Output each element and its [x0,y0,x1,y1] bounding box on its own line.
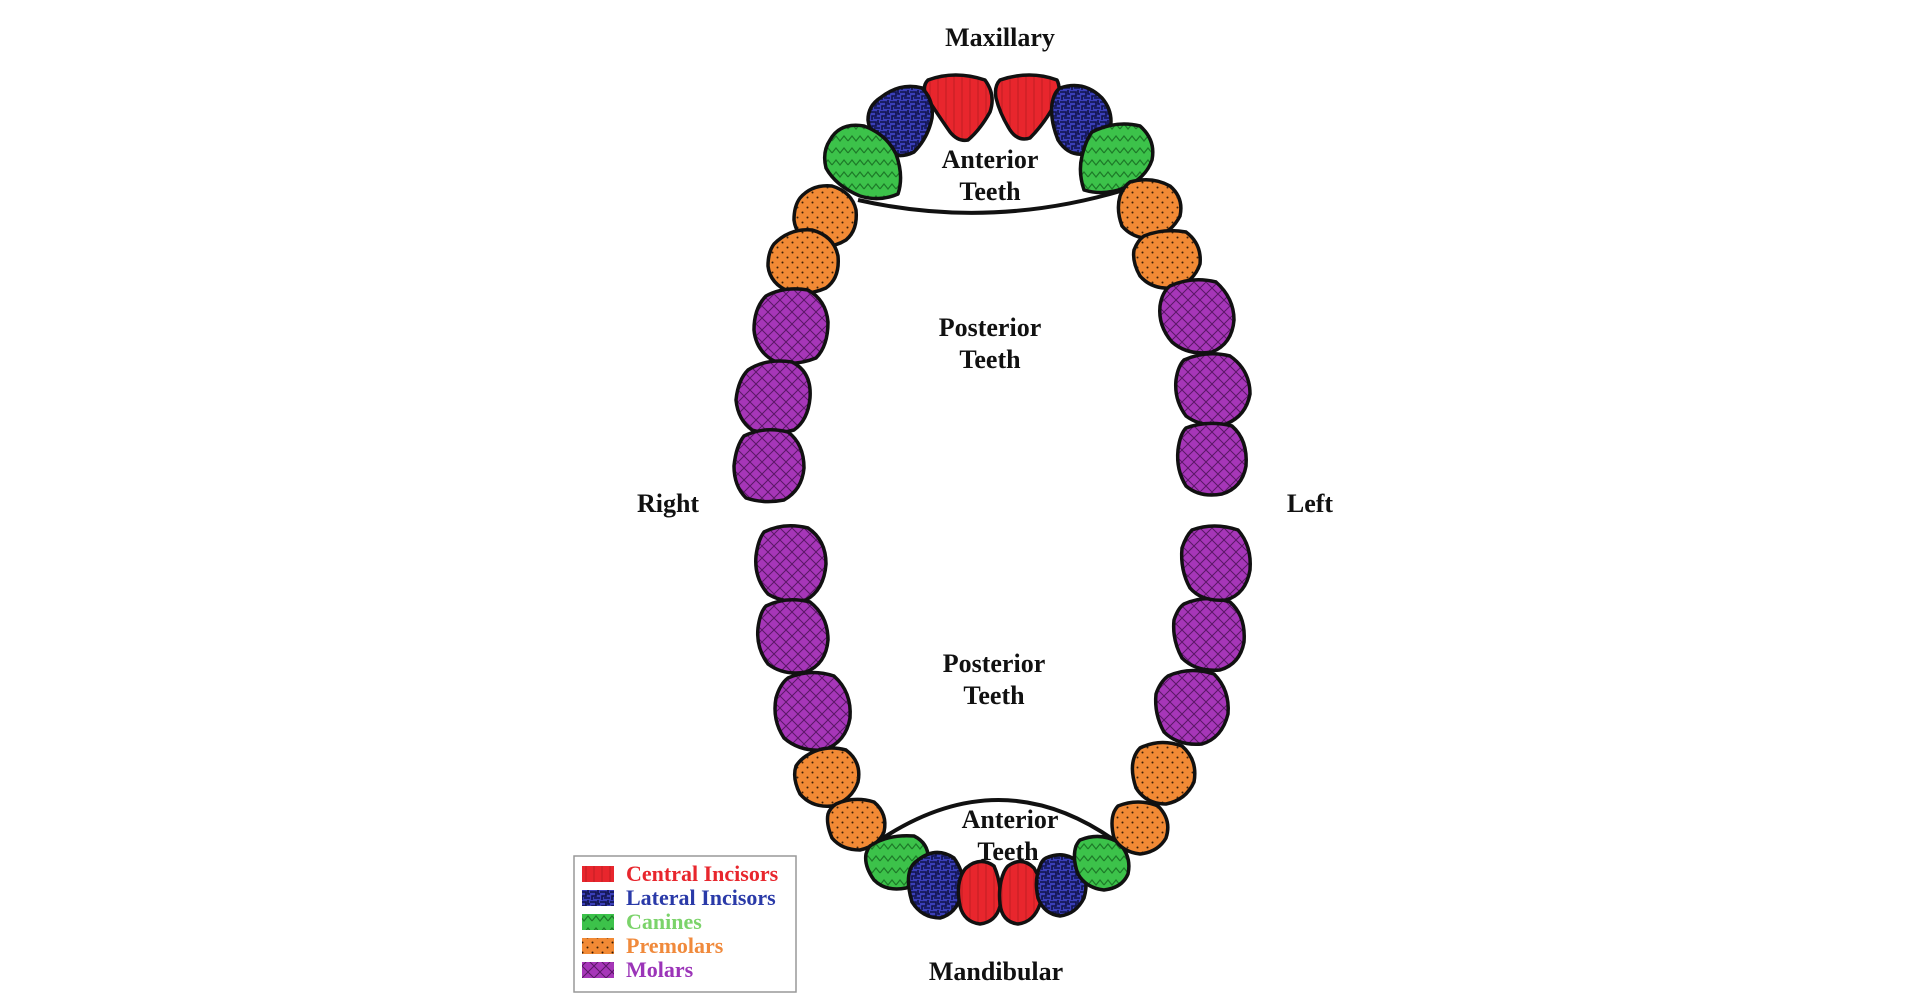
mandibular-arch [754,524,1252,926]
label-lower-anterior-line1: Anterior [962,805,1059,834]
label-lower-posterior-line2: Teeth [963,681,1025,710]
label-upper-posterior-line1: Posterior [939,313,1042,342]
legend-swatch-lateral [582,890,614,906]
label-right: Right [637,489,699,518]
tooth-lower-left-second-premolar [1130,740,1197,806]
tooth-lower-right-second-premolar [792,746,861,808]
label-mandibular: Mandibular [929,957,1063,986]
tooth-lower-left-central-incisor [997,859,1043,926]
maxillary-arch [732,73,1252,504]
label-upper-posterior-teeth: Posterior Teeth [939,313,1042,374]
legend-label-premolar: Premolars [626,933,724,958]
legend-item-molar: Molars [582,957,694,982]
tooth-lower-left-third-molar [1179,524,1252,602]
tooth-lower-right-first-molar [773,670,852,752]
tooth-upper-left-central-incisor [993,73,1061,141]
label-left: Left [1287,489,1334,518]
tooth-upper-left-first-molar [1158,278,1236,355]
legend-label-lateral: Lateral Incisors [626,885,776,910]
tooth-lower-right-central-incisor [956,859,1003,926]
legend-swatch-premolar [582,938,614,954]
tooth-lower-right-third-molar [754,524,828,603]
label-lower-anterior-line2: Teeth [977,837,1039,866]
label-upper-anterior-line1: Anterior [942,145,1039,174]
legend-label-canine: Canines [626,909,702,934]
label-lower-posterior-teeth: Posterior Teeth [943,649,1046,710]
tooth-upper-right-third-molar [732,428,806,504]
legend-item-central: Central Incisors [582,861,779,886]
legend-swatch-molar [582,962,614,978]
upper-anterior-boundary [857,188,1125,215]
tooth-lower-right-second-molar [755,598,830,675]
lower-anterior-boundary [878,798,1116,842]
label-upper-anterior-teeth: Anterior Teeth [942,145,1039,206]
legend-item-canine: Canines [582,909,702,934]
tooth-lower-right-lateral-incisor [906,850,965,920]
label-upper-anterior-line2: Teeth [959,177,1021,206]
tooth-upper-right-second-premolar [766,228,840,296]
legend-label-molar: Molars [626,957,694,982]
tooth-lower-left-first-molar [1153,668,1230,746]
tooth-upper-left-third-molar [1175,421,1248,497]
tooth-upper-right-central-incisor [922,73,994,143]
tooth-upper-right-first-molar [752,287,830,366]
label-maxillary: Maxillary [945,23,1055,52]
tooth-lower-right-first-premolar [825,797,887,852]
label-lower-anterior-teeth: Anterior Teeth [962,805,1059,866]
legend-item-premolar: Premolars [582,933,724,958]
legend-swatch-central [582,866,614,882]
tooth-upper-left-second-molar [1173,352,1252,427]
label-upper-posterior-line2: Teeth [959,345,1021,374]
tooth-upper-right-second-molar [734,359,812,435]
tooth-upper-right-canine [822,123,903,201]
tooth-lower-left-second-molar [1171,596,1246,672]
legend-label-central: Central Incisors [626,861,779,886]
legend-item-lateral: Lateral Incisors [582,885,776,910]
label-lower-posterior-line1: Posterior [943,649,1046,678]
legend-swatch-canine [582,914,614,930]
tooth-lower-left-first-premolar [1110,800,1170,856]
